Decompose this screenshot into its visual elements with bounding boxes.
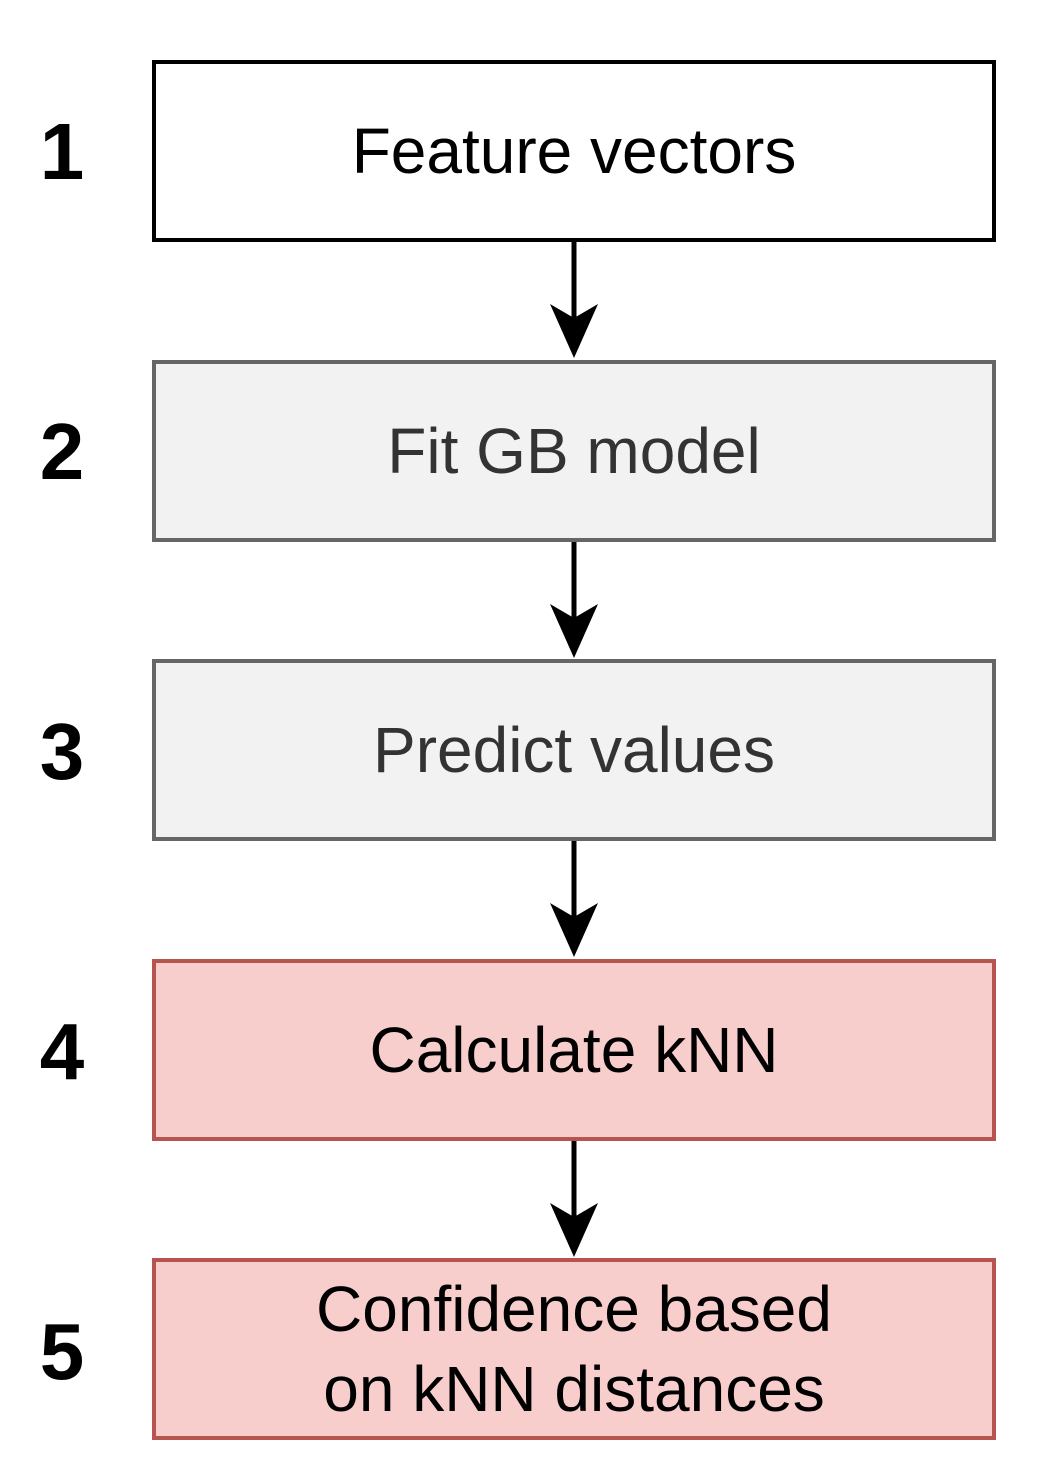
step-5-box: Confidence based on kNN distances <box>152 1258 996 1440</box>
step-3-number: 3 <box>39 707 85 796</box>
step-4-label: Calculate kNN <box>369 1014 779 1086</box>
step-5-number: 5 <box>39 1307 85 1396</box>
step-4-box: Calculate kNN <box>152 959 996 1141</box>
arrow-2-to-3 <box>550 542 598 658</box>
arrow-3-to-4 <box>550 841 598 957</box>
arrow-1-to-2 <box>550 242 598 358</box>
step-5-label: Confidence based on kNN distances <box>316 1273 832 1425</box>
step-2-label: Fit GB model <box>387 415 761 487</box>
step-2-number: 2 <box>39 407 85 496</box>
step-1-number: 1 <box>39 107 85 196</box>
step-1-box: Feature vectors <box>152 60 996 242</box>
step-3-box: Predict values <box>152 659 996 841</box>
step-2-box: Fit GB model <box>152 360 996 542</box>
step-4-number: 4 <box>39 1007 85 1096</box>
arrow-4-to-5 <box>550 1141 598 1257</box>
step-3-label: Predict values <box>373 714 775 786</box>
step-1-label: Feature vectors <box>351 115 797 187</box>
